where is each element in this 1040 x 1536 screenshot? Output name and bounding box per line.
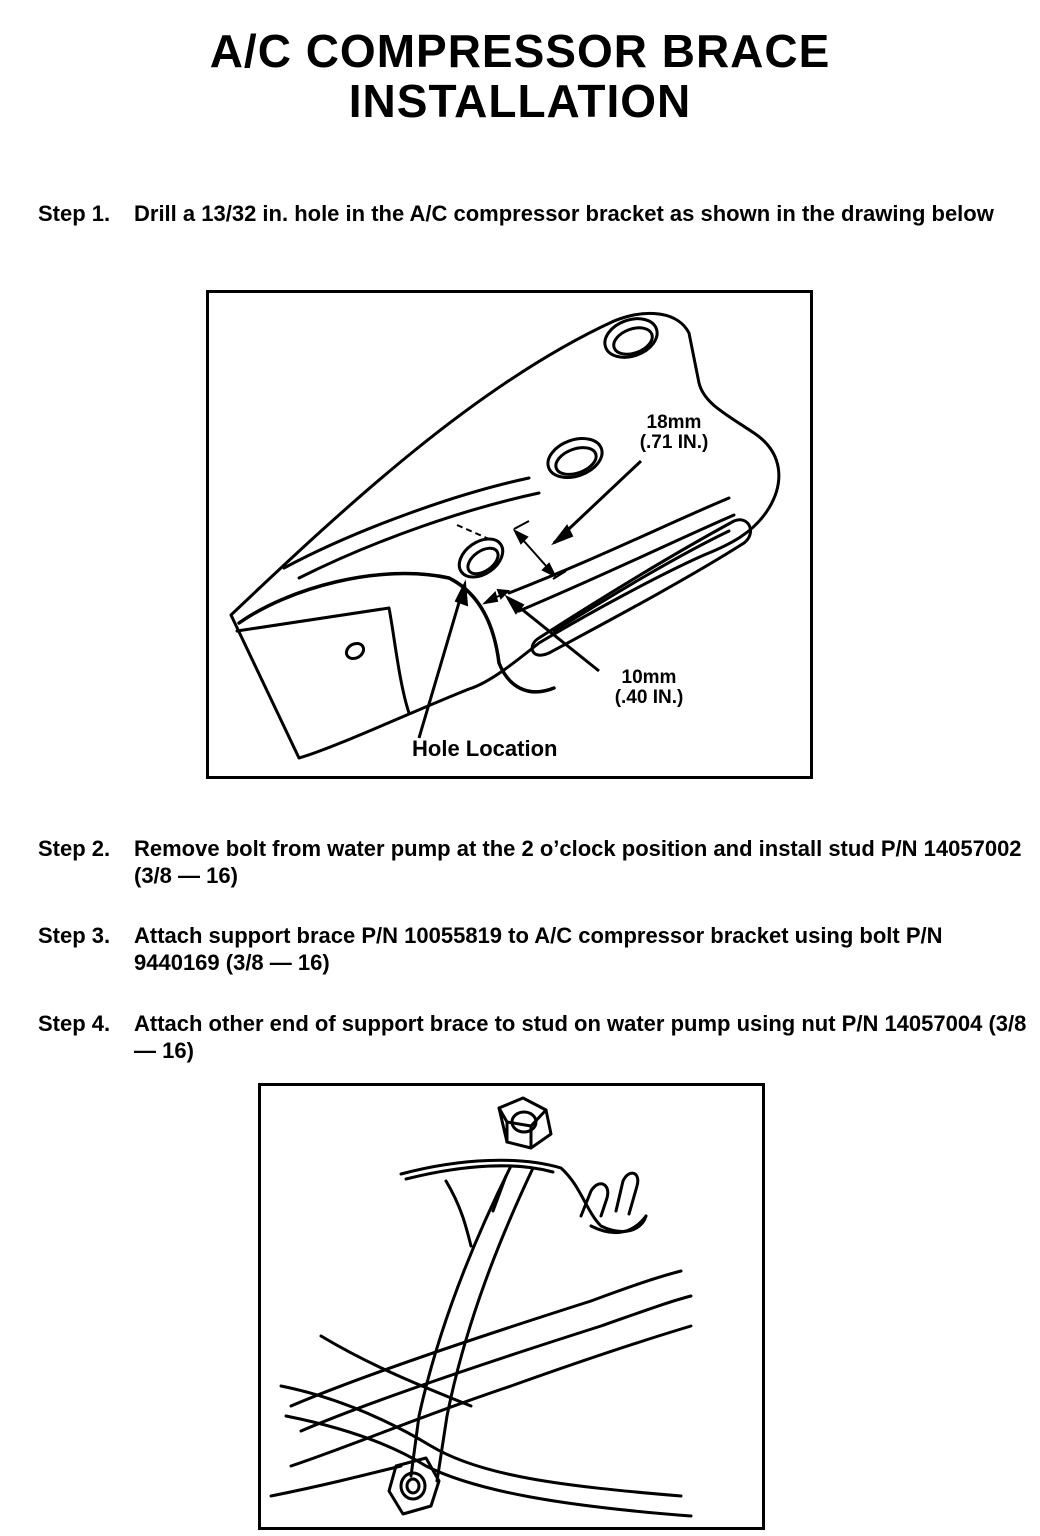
small-hole [344, 641, 366, 661]
slot-outline [530, 518, 752, 657]
step-3-number: Step 3. [38, 923, 111, 948]
hole-location-label: Hole Location [412, 736, 558, 761]
dimension-10mm-imperial: (.40 IN.) [614, 687, 684, 708]
bracket-outline [229, 311, 781, 760]
bracket-hole-location-figure: 18mm (.71 IN.) 10mm (.40 IN.) Hole Locat… [206, 290, 813, 779]
dimension-10mm-metric: 10mm [621, 667, 677, 688]
stud-fork [579, 1171, 640, 1218]
nut-icon [497, 1096, 553, 1150]
step-4-text: Attach other end of support brace to stu… [134, 1011, 1027, 1063]
dimension-10mm-label: 10mm (.40 IN.) [589, 668, 709, 708]
support-brace [409, 1164, 513, 1478]
middle-bolt-hole [546, 437, 604, 479]
step-2: Step 2. Remove bolt from water pump at t… [38, 835, 1028, 889]
dimension-18mm-metric: 18mm [646, 412, 702, 433]
page-title-line-1: A/C COMPRESSOR BRACE [209, 25, 831, 77]
brace-drawing [269, 1096, 693, 1518]
dimension-18mm-label: 18mm (.71 IN.) [609, 413, 739, 453]
bracket-drawing [229, 311, 781, 760]
step-1: Step 1. Drill a 13/32 in. hole in the A/… [38, 200, 1028, 227]
step-4-number: Step 4. [38, 1011, 111, 1036]
step-2-number: Step 2. [38, 836, 111, 861]
drill-hole [457, 537, 505, 579]
brace-installation-figure [258, 1083, 765, 1530]
bolt-icon [387, 1456, 441, 1516]
step-1-text: Drill a 13/32 in. hole in the A/C compre… [134, 201, 994, 226]
step-2-text: Remove bolt from water pump at the 2 o’c… [134, 836, 1022, 888]
step-3: Step 3. Attach support brace P/N 1005581… [38, 922, 1028, 976]
step-3-text: Attach support brace P/N 10055819 to A/C… [134, 923, 943, 975]
upper-bolt-hole [603, 317, 659, 359]
dimension-18mm-imperial: (.71 IN.) [639, 432, 709, 453]
page-title-line-2: INSTALLATION [348, 75, 692, 127]
step-4: Step 4. Attach other end of support brac… [38, 1010, 1028, 1064]
step-1-number: Step 1. [38, 201, 111, 226]
